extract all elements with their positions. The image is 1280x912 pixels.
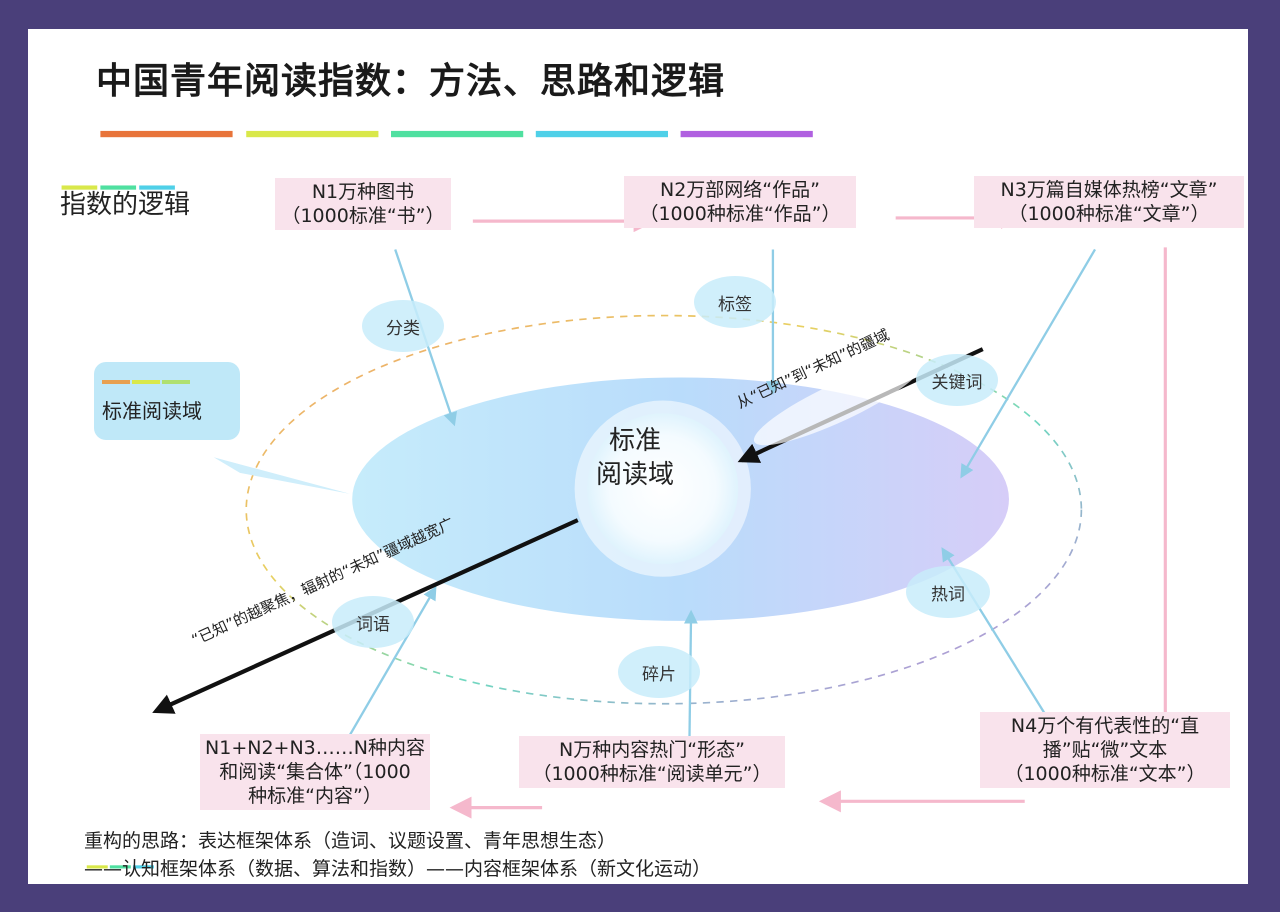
node-n1-books: N1万种图书 （1000标准“书”）	[275, 178, 451, 230]
node-line: （1000种标准“阅读单元”）	[532, 763, 772, 785]
node-line: N3万篇自媒体热榜“文章”	[1000, 179, 1218, 201]
bubble-hotword: 热词	[906, 566, 990, 618]
node-line: （1000标准“书”）	[281, 205, 445, 227]
node-line: 和阅读“集合体”（1000	[219, 761, 411, 783]
page-title: 中国青年阅读指数：方法、思路和逻辑	[96, 61, 726, 102]
flow-arrows	[449, 206, 1177, 819]
node-line: N1万种图书	[311, 181, 415, 203]
node-line: （1000种标准“文章”）	[1008, 203, 1210, 225]
title-stripe	[391, 130, 524, 138]
node-line: （1000种标准“作品”）	[639, 203, 841, 225]
title-stripe	[680, 130, 813, 138]
bubble-fragment: 碎片	[618, 646, 700, 698]
core-blob	[574, 400, 751, 577]
node-line: N万种内容热门“形态”	[559, 739, 745, 761]
title-stripes	[100, 130, 813, 138]
callout-tail	[213, 457, 351, 494]
outer-dashed-ellipse	[245, 314, 1083, 705]
node-n4-texts: N4万个有代表性的“直 播”贴“微”文本 （1000种标准“文本”）	[980, 712, 1230, 788]
node-line: 播”贴“微”文本	[1042, 739, 1168, 761]
feed-from-n3	[960, 248, 1097, 479]
callout-label: 标准阅读域	[102, 399, 202, 423]
node-n2-works: N2万部网络“作品” （1000种标准“作品”）	[624, 176, 856, 228]
node-line: N2万部网络“作品”	[660, 179, 820, 201]
node-n6-collection: N1+N2+N3……N种内容 和阅读“集合体”（1000 种标准“内容”）	[200, 734, 430, 810]
node-n3-articles: N3万篇自媒体热榜“文章” （1000种标准“文章”）	[974, 176, 1244, 228]
node-line: 种标准“内容”）	[248, 785, 382, 807]
center-label-line: 阅读域	[595, 460, 674, 490]
footer-line-1: 重构的思路：表达框架体系（造词、议题设置、青年思想生态）	[84, 830, 617, 852]
title-stripe	[100, 130, 233, 138]
section-title: 指数的逻辑	[60, 190, 191, 220]
callout-box	[94, 362, 240, 440]
title-stripe	[535, 130, 668, 138]
node-line: N1+N2+N3……N种内容	[205, 737, 425, 759]
bubble-classify: 分类	[362, 300, 444, 352]
center-label: 标准 阅读域	[560, 424, 710, 492]
bubble-tag: 标签	[694, 276, 776, 328]
node-line: （1000种标准“文本”）	[1004, 763, 1206, 785]
node-n5-forms: N万种内容热门“形态” （1000种标准“阅读单元”）	[519, 736, 785, 788]
bubble-keyword: 关键词	[916, 354, 998, 406]
footer-line-2: ——认知框架体系（数据、算法和指数）——内容框架体系（新文化运动）	[84, 858, 712, 880]
title-stripe	[246, 130, 379, 138]
center-label-line: 标准	[608, 426, 661, 456]
bubble-phrase: 词语	[332, 596, 414, 648]
section-stripes	[61, 185, 175, 869]
callout-stripes	[102, 380, 190, 384]
node-line: N4万个有代表性的“直	[1010, 715, 1200, 737]
